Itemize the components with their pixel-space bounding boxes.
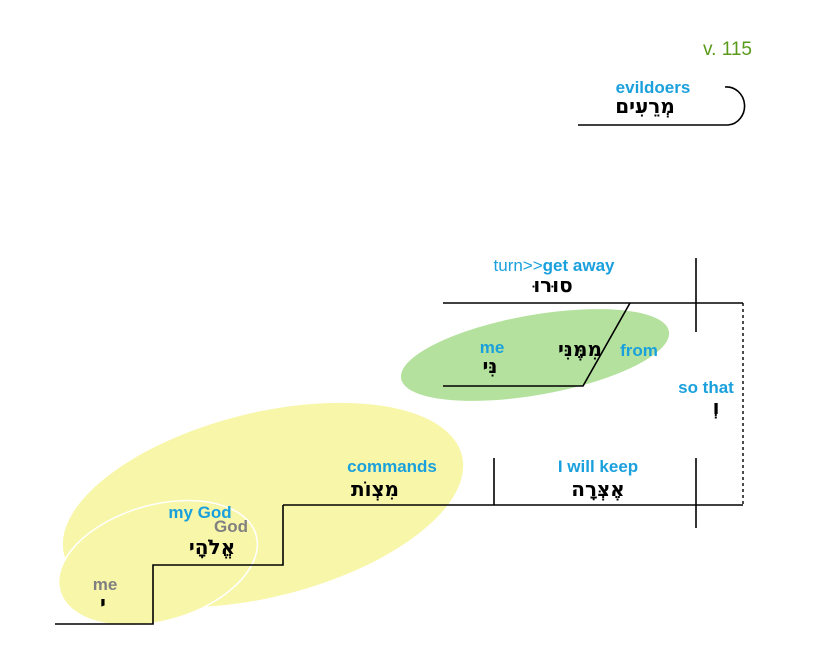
me-suffix-hebrew: י (100, 591, 106, 615)
me-object-hebrew: נִּי (483, 354, 498, 378)
god-gloss: God (214, 517, 248, 536)
preposition-line (443, 302, 631, 387)
so-that-label: so that (678, 378, 734, 397)
get-away-hebrew: סוּרוּ (532, 273, 572, 297)
evildoers-line (578, 86, 746, 126)
my-god-hebrew: אֱלֹהָי (189, 535, 235, 559)
turn-prefix: turn>> (494, 256, 543, 275)
evildoers-hebrew: מְרֵעִים (615, 94, 675, 118)
keep-label: I will keep (558, 457, 638, 476)
step-lines (55, 505, 284, 625)
commands-hebrew: מִצְוֺת (351, 477, 399, 501)
from-hebrew: מִמֶּנִּי (558, 337, 602, 361)
get-away-text: get away (543, 256, 615, 275)
get-away-label: turn>>get away (494, 256, 616, 275)
evildoers-label: evildoers (616, 78, 691, 97)
keep-hebrew: אֶצְּרָה (571, 477, 624, 501)
me-gloss: me (93, 575, 118, 594)
green-group-from-me (400, 309, 670, 401)
my-god-label: my God (168, 503, 231, 522)
commands-label: commands (347, 457, 437, 476)
me-object-label: me (480, 338, 505, 357)
yellow-group-my-god (57, 499, 259, 627)
so-that-hebrew: וְ (713, 395, 720, 419)
from-label: from (620, 341, 658, 360)
verse-number: v. 115 (703, 39, 752, 60)
